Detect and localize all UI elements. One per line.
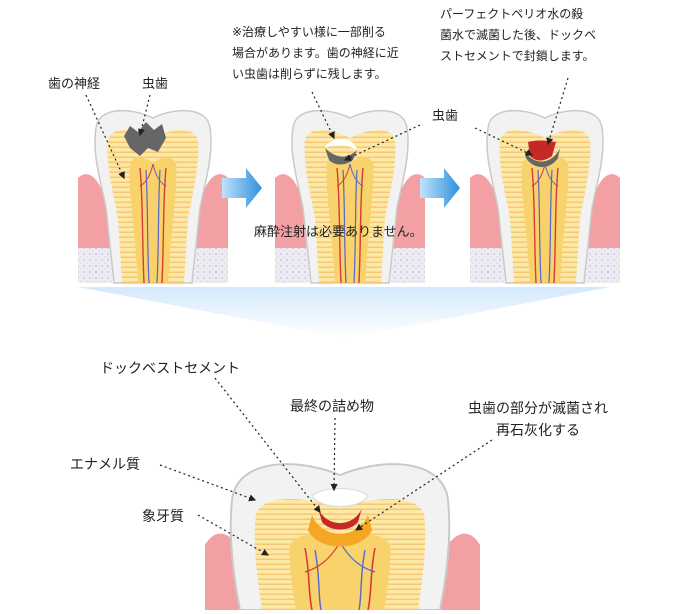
sterilized-label: 虫歯の部分が滅菌され 再石灰化する (458, 398, 618, 442)
final-filling (311, 488, 369, 507)
note-line-1: ※治療しやすい様に一部削る (232, 25, 386, 39)
note-line-2: 菌水で滅菌した後、ドックベ (440, 28, 597, 42)
nerve-label: 歯の神経 (48, 77, 101, 92)
tooth-sealed (469, 109, 621, 284)
caries-label-2: 虫歯 (432, 109, 459, 124)
arrow-2 (420, 168, 460, 208)
zoom-funnel (78, 287, 610, 338)
partial-removal-note: ※治療しやすい様に一部削る 場合があります。歯の神経に近 い虫歯は削らずに残しま… (232, 22, 399, 85)
enamel-label: エナメル質 (70, 457, 140, 473)
tooth-partially-removed (274, 109, 426, 284)
leader-lines (85, 77, 569, 556)
note-line-2: 場合があります。歯の神経に近 (232, 46, 399, 60)
arrow-1 (222, 168, 262, 208)
note-line-1: パーフェクトペリオ水の殺 (440, 7, 584, 21)
tooth-before (77, 109, 229, 284)
dockbest-label: ドックベストセメント (100, 361, 240, 377)
note-line-3: ストセメントで封鎖します。 (440, 49, 595, 63)
dentin-label: 象牙質 (142, 509, 184, 525)
caries-region (124, 122, 166, 156)
sterilized-region (528, 140, 556, 161)
tooth-detail (205, 463, 480, 611)
sterilized-line-2: 再石灰化する (496, 423, 580, 439)
sterilized-line-1: 虫歯の部分が滅菌され (468, 401, 608, 417)
dockbest-cement (308, 515, 372, 547)
sterilize-note: パーフェクトペリオ水の殺 菌水で滅菌した後、ドックベ ストセメントで封鎖します。 (440, 4, 596, 67)
note-line-3: い虫歯は削らずに残します。 (232, 67, 387, 81)
no-anesthesia-label: 麻酔注射は必要ありません。 (254, 225, 423, 240)
sterilized-area (318, 508, 362, 530)
caries-label: 虫歯 (142, 77, 169, 92)
final-filling-label: 最終の詰め物 (290, 399, 374, 415)
